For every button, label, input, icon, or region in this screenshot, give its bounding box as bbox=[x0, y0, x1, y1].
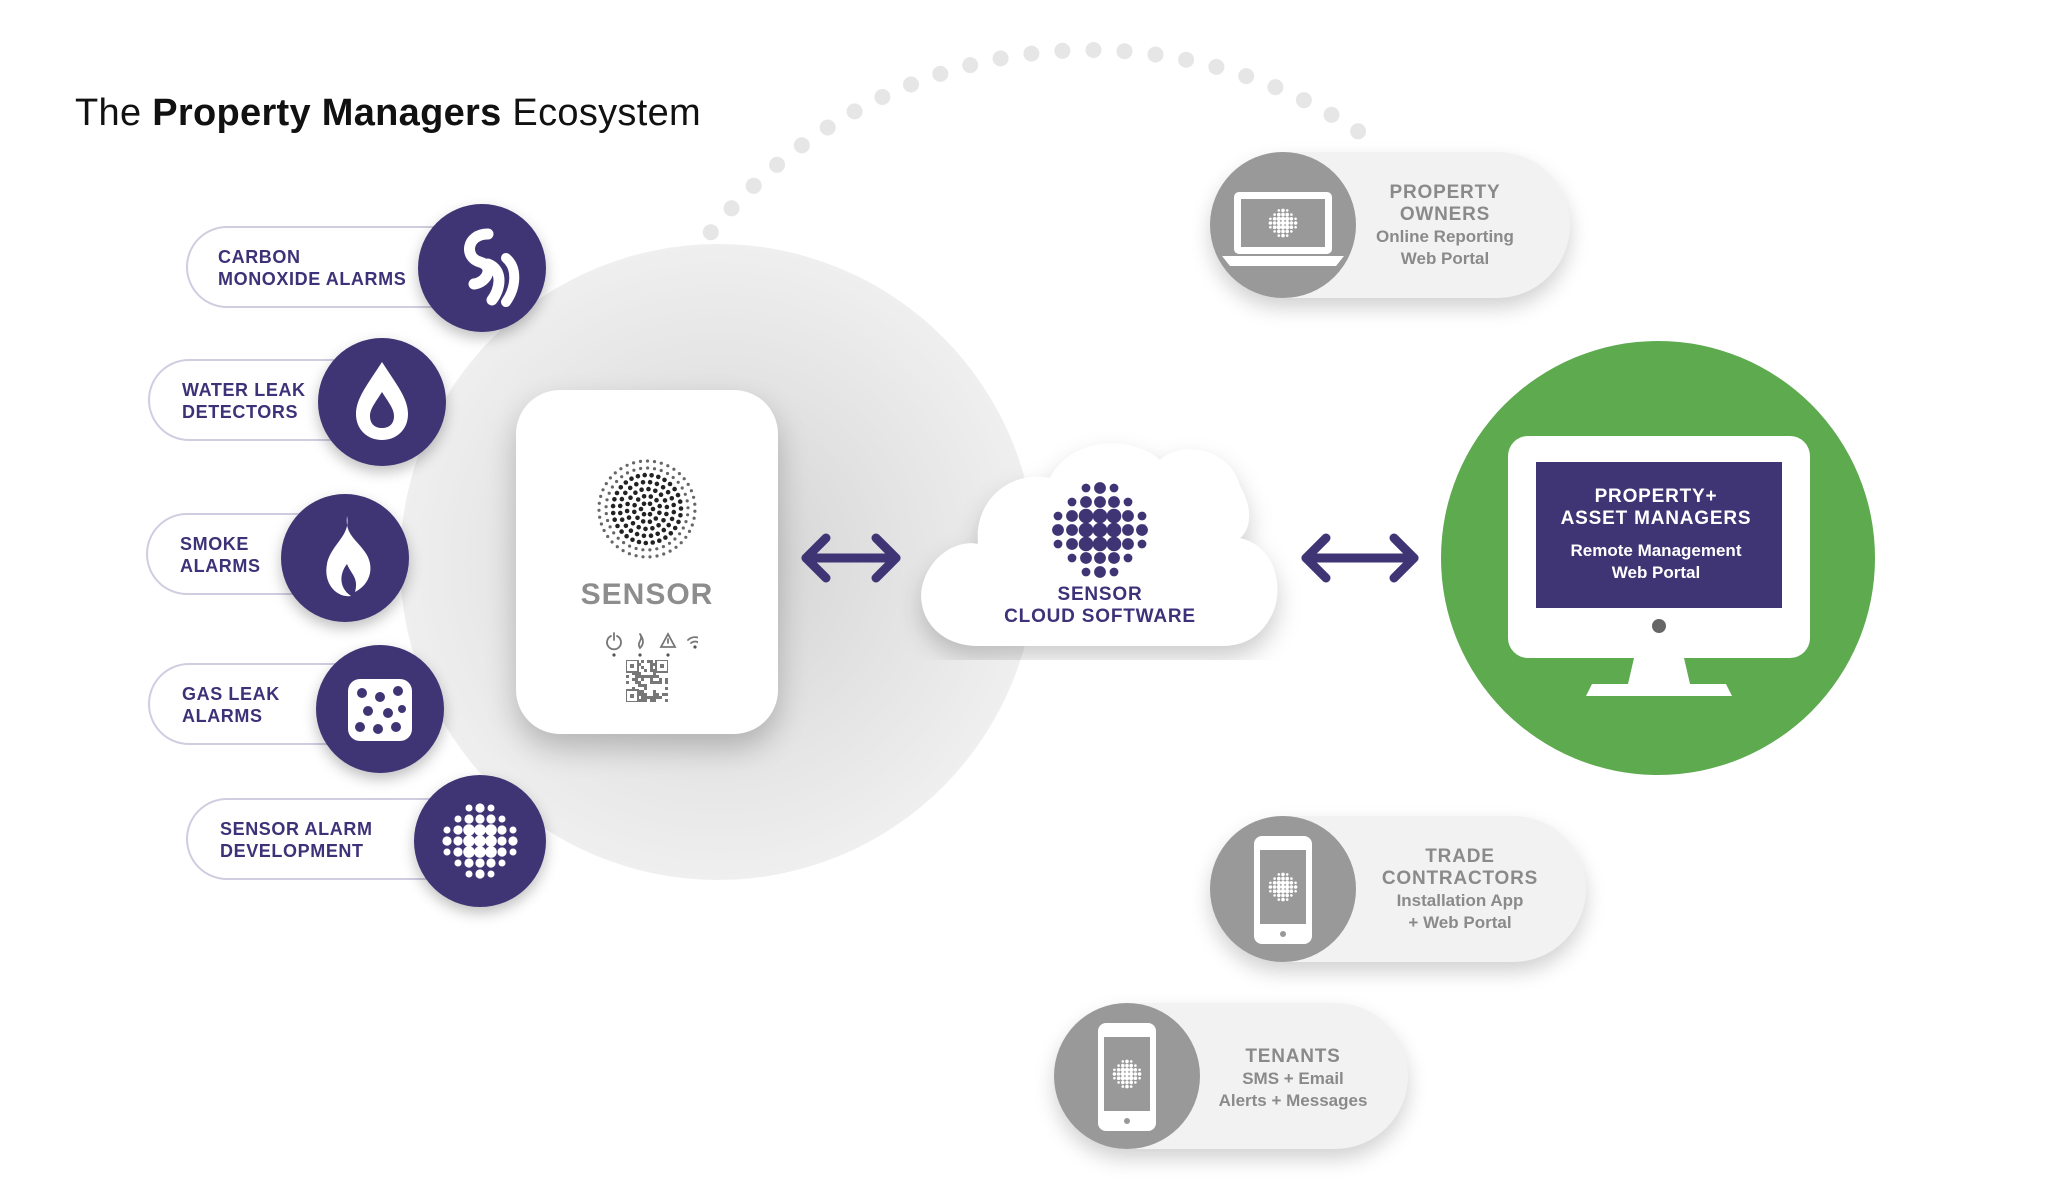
speaker-grille-icon bbox=[597, 459, 697, 559]
device-status-icons bbox=[606, 632, 698, 657]
monitor-stand bbox=[1586, 658, 1732, 696]
monitor-screen bbox=[1536, 462, 1782, 608]
tenants-title: TENANTS bbox=[1245, 1046, 1341, 1067]
contractors-sub-line1: Installation App bbox=[1396, 891, 1524, 910]
page-title: The Property Managers Ecosystem bbox=[75, 92, 701, 134]
sensor-cloud-logo-icon bbox=[1052, 482, 1148, 578]
laptop-icon bbox=[1210, 152, 1356, 298]
carbon-monoxide-icon bbox=[418, 204, 546, 332]
contractors-title-line1: TRADE bbox=[1425, 846, 1495, 867]
managers-subtitle: Remote Management Web Portal bbox=[1536, 540, 1776, 584]
owners-title-line1: PROPERTY bbox=[1389, 182, 1501, 203]
owners-title-line2: OWNERS bbox=[1399, 204, 1491, 225]
owners-sub-line2: Web Portal bbox=[1400, 249, 1490, 268]
tenants-text: TENANTS SMS + Email Alerts + Messages bbox=[1208, 1046, 1378, 1112]
phone-icon bbox=[1210, 816, 1356, 962]
managers-title-line1: PROPERTY+ bbox=[1594, 486, 1718, 507]
alarm-label-line1: CARBON bbox=[218, 247, 301, 267]
alarm-label-line2: DEVELOPMENT bbox=[220, 841, 364, 861]
wifi-icon bbox=[687, 636, 698, 641]
sensor-device: SENSOR bbox=[516, 390, 778, 734]
alarm-label-line1: WATER LEAK bbox=[182, 380, 306, 400]
water-drop-icon bbox=[318, 338, 446, 466]
gas-grid-icon bbox=[316, 645, 444, 773]
alarm-label-line2: MONOXIDE ALARMS bbox=[218, 269, 407, 289]
managers-title: PROPERTY+ ASSET MANAGERS bbox=[1536, 486, 1776, 530]
managers-sub-line1: Remote Management bbox=[1570, 541, 1742, 560]
alarm-label-line1: SMOKE bbox=[180, 534, 250, 554]
owners-text: PROPERTY OWNERS Online Reporting Web Por… bbox=[1360, 182, 1530, 270]
alarm-label-line2: DETECTORS bbox=[182, 402, 299, 422]
sensor-pattern-icon bbox=[414, 775, 546, 907]
alarm-label-line2: ALARMS bbox=[182, 706, 263, 726]
arrow-cloud-managers bbox=[1301, 533, 1419, 583]
qr-code-icon bbox=[626, 660, 668, 702]
tenants-phone-icon bbox=[1054, 1003, 1200, 1149]
warning-icon bbox=[659, 632, 677, 648]
power-icon bbox=[606, 635, 622, 651]
flame-small-icon bbox=[637, 633, 644, 650]
alarm-label-line1: SENSOR ALARM bbox=[220, 819, 373, 839]
managers-title-line2: ASSET MANAGERS bbox=[1560, 508, 1752, 529]
contractors-title-line2: CONTRACTORS bbox=[1381, 868, 1539, 889]
owners-sub-line1: Online Reporting bbox=[1376, 227, 1514, 246]
tenants-sub-line2: Alerts + Messages bbox=[1218, 1091, 1368, 1110]
alarm-label-line2: ALARMS bbox=[180, 556, 261, 576]
flame-icon bbox=[281, 494, 409, 622]
tenants-sub-line1: SMS + Email bbox=[1242, 1069, 1344, 1088]
sensor-device-label: SENSOR bbox=[580, 578, 714, 611]
cloud-label-line1: SENSOR bbox=[1057, 584, 1143, 605]
contractors-sub-line2: + Web Portal bbox=[1408, 913, 1512, 932]
managers-sub-line2: Web Portal bbox=[1611, 563, 1701, 582]
cloud-label: SENSOR CLOUD SOFTWARE bbox=[980, 584, 1220, 628]
cloud-label-line2: CLOUD SOFTWARE bbox=[1004, 606, 1196, 627]
arrow-sensor-cloud bbox=[801, 533, 901, 583]
dotted-orbit bbox=[702, 42, 1367, 241]
contractors-text: TRADE CONTRACTORS Installation App + Web… bbox=[1360, 846, 1560, 934]
managers-green-circle bbox=[1441, 341, 1875, 775]
alarm-label-line1: GAS LEAK bbox=[182, 684, 280, 704]
